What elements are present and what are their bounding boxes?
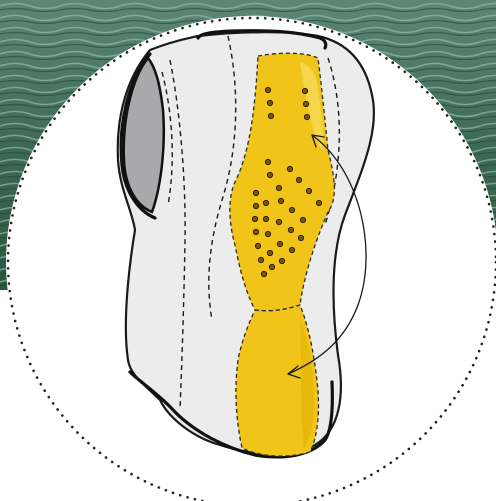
vest-illustration [0,0,496,501]
